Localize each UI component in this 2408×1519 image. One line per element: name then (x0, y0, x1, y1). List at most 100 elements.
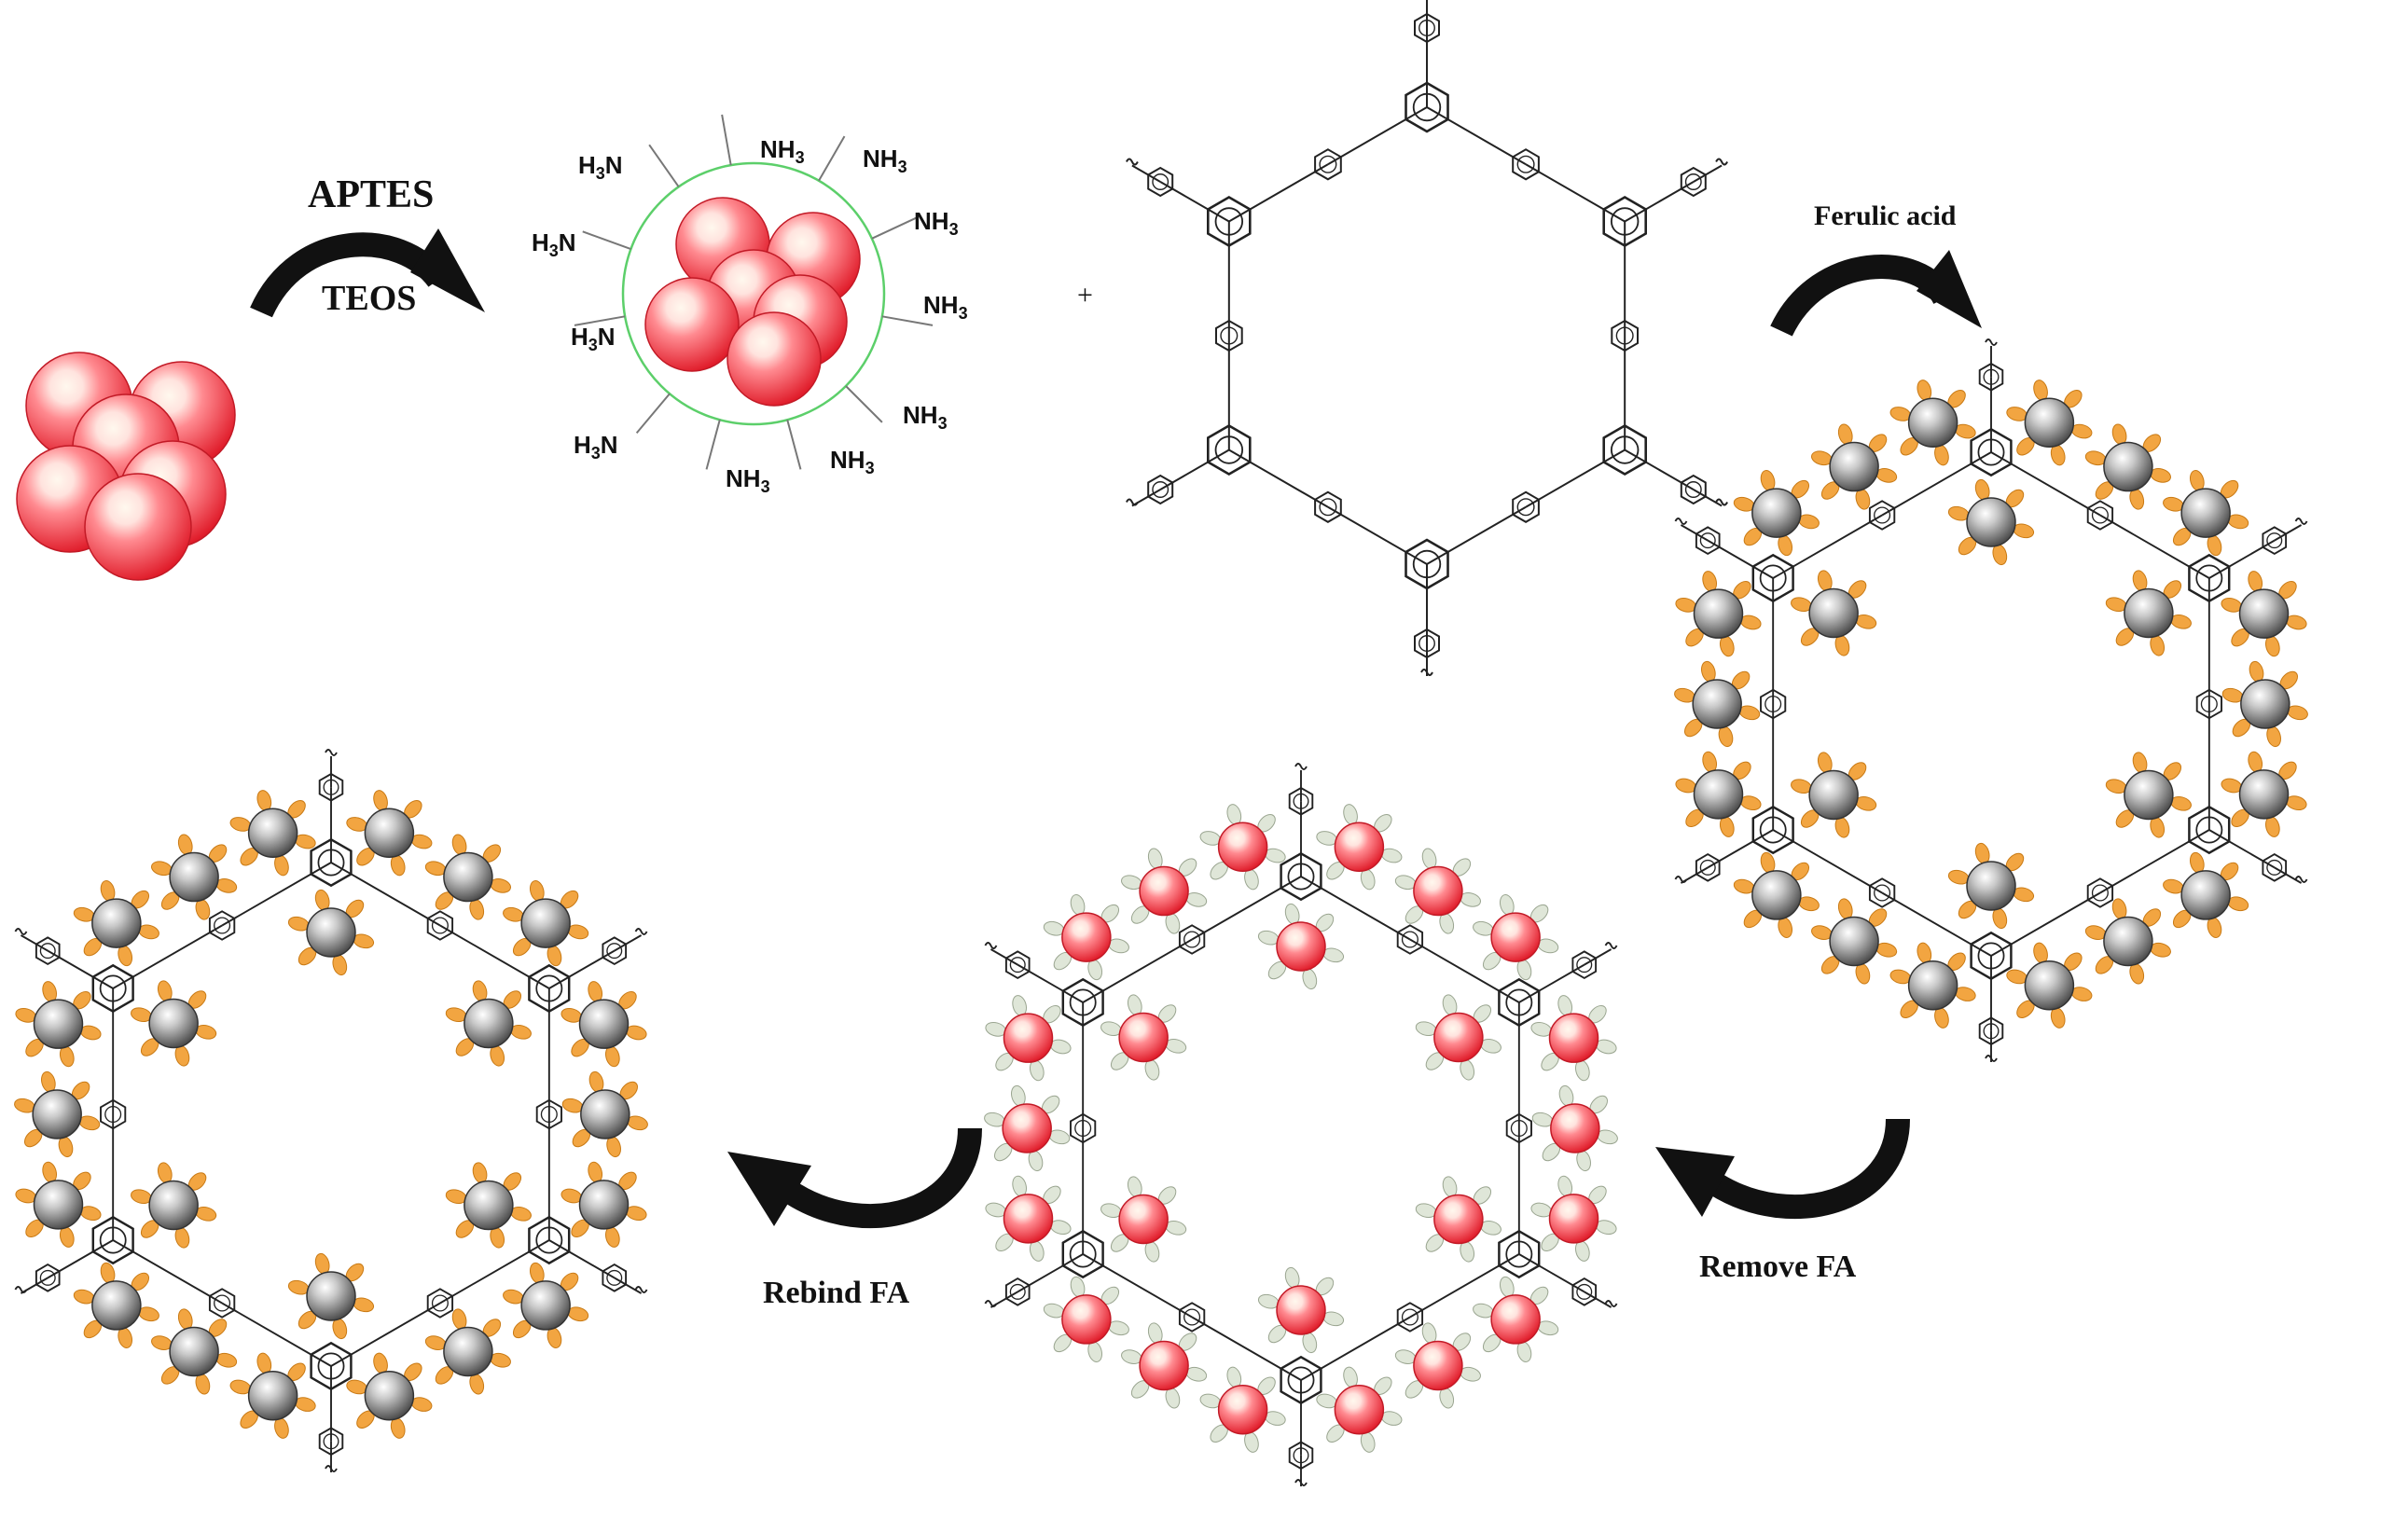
label-rebind-fa: Rebind FA (763, 1276, 910, 1310)
ferulic-acid-template (169, 1326, 219, 1377)
ferulic-acid-template (1829, 441, 1879, 492)
amine-label: NH3 (903, 401, 948, 434)
imprinted-polymer-with-template (1674, 338, 2308, 1062)
ferulic-acid-template (2124, 769, 2174, 821)
ferulic-acid-template (2180, 870, 2231, 920)
cof-framework (1126, 0, 1728, 676)
ferulic-acid-template (91, 898, 142, 948)
bare-particle-cluster (16, 352, 236, 581)
imprinted-cavity (1002, 1103, 1052, 1153)
amine-label: NH3 (863, 145, 907, 177)
ferulic-acid-template (1751, 488, 1802, 538)
imprinted-cavity (1548, 1194, 1599, 1244)
ferulic-acid-template (148, 998, 199, 1049)
amine-label: H3N (574, 431, 618, 463)
arrow-ferulic (1770, 250, 1982, 338)
particle (84, 473, 192, 581)
ferulic-acid-template (443, 851, 493, 903)
ferulic-acid-template (91, 1280, 142, 1331)
ferulic-acid-template (247, 808, 298, 858)
imprinted-cavity (1490, 912, 1541, 962)
ferulic-acid-template (1808, 587, 1859, 639)
label-plus: + (1077, 280, 1093, 311)
ferulic-acid-template (2024, 397, 2075, 448)
imprinted-cavity (1548, 1013, 1599, 1063)
imprinted-cavity (1433, 1194, 1484, 1245)
ferulic-acid-template (1907, 397, 1958, 448)
ferulic-acid-template (1692, 679, 1742, 729)
label-remove-fa: Remove FA (1699, 1250, 1857, 1284)
imprinted-cavity (1217, 822, 1268, 872)
amine-label: NH3 (830, 446, 875, 478)
imprinted-cavity (1550, 1103, 1600, 1153)
imprinted-cavity (1276, 921, 1326, 972)
imprinted-cavity (1433, 1012, 1484, 1063)
ferulic-acid-template (1829, 916, 1879, 967)
label-teos: TEOS (322, 279, 417, 318)
amine-label: NH3 (726, 464, 770, 497)
ferulic-acid-template (148, 1180, 199, 1231)
ferulic-acid-template (520, 1280, 571, 1331)
amine-label: H3N (571, 323, 616, 355)
imprinted-cavity (1413, 1340, 1463, 1391)
imprinted-cavity (1334, 822, 1385, 872)
ferulic-acid-template (1693, 769, 1744, 820)
ferulic-acid-template (2103, 441, 2153, 492)
ferulic-acid-template (33, 1180, 84, 1230)
particle (727, 311, 822, 407)
particle (644, 277, 740, 372)
ferulic-acid-template (306, 907, 356, 958)
imprinted-cavity (1003, 1194, 1054, 1244)
ferulic-acid-template (169, 851, 219, 903)
amine-label: NH3 (923, 291, 968, 324)
ferulic-acid-template (2024, 960, 2075, 1011)
ferulic-acid-template (1907, 960, 1958, 1011)
imprinted-cavity (1118, 1012, 1169, 1063)
arrow-aptes (250, 228, 485, 318)
imprinted-cavity (1413, 865, 1463, 917)
ferulic-acid-template (520, 898, 571, 948)
ferulic-acid-template (1808, 769, 1859, 821)
arrow-remove (1655, 1118, 1910, 1220)
amine-label: H3N (532, 228, 576, 261)
ferulic-acid-template (2180, 488, 2231, 538)
amine-label: H3N (578, 151, 623, 184)
ferulic-acid-template (1751, 870, 1802, 920)
ferulic-acid-template (443, 1326, 493, 1377)
ferulic-acid-template (32, 1089, 82, 1139)
ferulic-acid-template (2240, 679, 2290, 729)
label-aptes: APTES (308, 173, 435, 216)
ferulic-acid-template (364, 808, 415, 858)
arrow-rebind (727, 1127, 982, 1229)
imprinted-cavity (1217, 1385, 1268, 1435)
ferulic-acid-template (1966, 861, 2016, 911)
imprinted-cavity (1118, 1194, 1169, 1245)
imprinted-cavity (1334, 1385, 1385, 1435)
ferulic-acid-template (578, 1180, 630, 1230)
ferulic-acid-template (2103, 916, 2153, 967)
ferulic-acid-template (580, 1089, 630, 1139)
imprinted-cavity (1003, 1013, 1054, 1063)
ferulic-acid-template (464, 998, 514, 1049)
ferulic-acid-template (247, 1371, 298, 1421)
imprinted-cavity (1139, 865, 1189, 917)
ferulic-acid-template (2238, 588, 2290, 639)
imprinted-polymer-rebound (14, 749, 648, 1472)
ferulic-acid-template (2238, 769, 2290, 820)
imprinted-cavity (1061, 912, 1112, 962)
ferulic-acid-template (306, 1271, 356, 1321)
label-ferulic-acid: Ferulic acid (1814, 200, 1957, 231)
imprinted-polymer-template-removed (984, 763, 1618, 1486)
imprinted-cavity (1276, 1285, 1326, 1335)
ferulic-acid-template (364, 1371, 415, 1421)
imprinted-cavity (1061, 1294, 1112, 1345)
imprinted-cavity (1139, 1340, 1189, 1391)
ferulic-acid-template (33, 999, 84, 1049)
ferulic-acid-template (1966, 497, 2016, 547)
ferulic-acid-template (2124, 587, 2174, 639)
ferulic-acid-template (464, 1180, 514, 1231)
ferulic-acid-template (1693, 588, 1744, 639)
amine-label: NH3 (760, 135, 805, 168)
